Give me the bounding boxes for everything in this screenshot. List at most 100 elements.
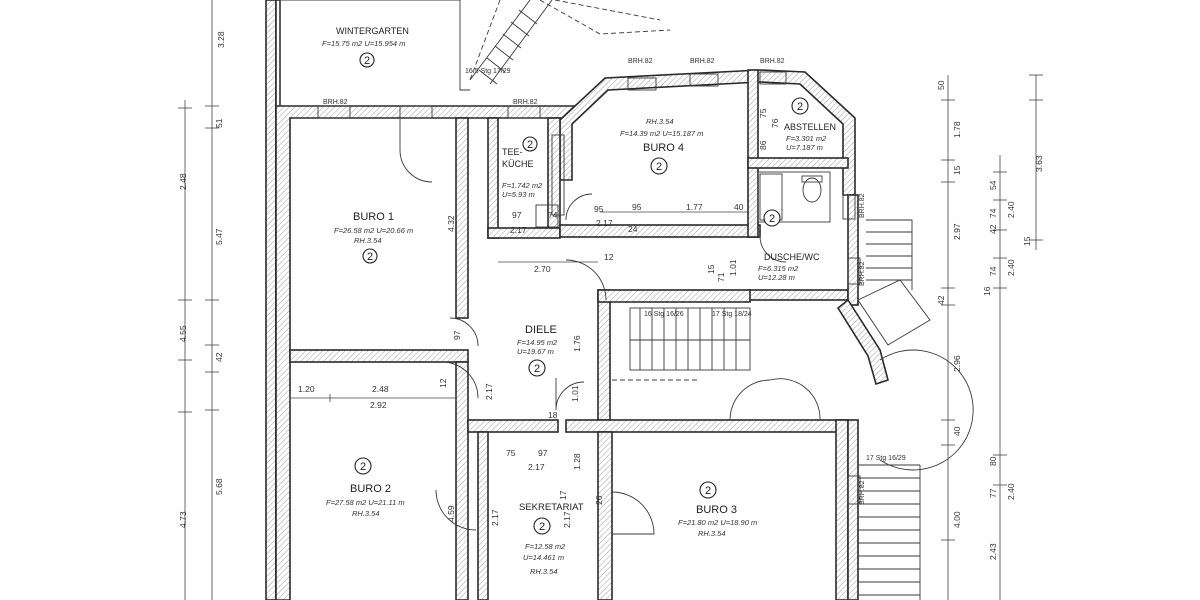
dim-4-32: 4.32 (446, 215, 456, 232)
dim-right-40: 40 (952, 426, 962, 436)
window-label-4: BRH.82 (690, 58, 715, 65)
room-sekretariat: SEKRETARIAT 2 F=12.58 m2 U=14.461 m RH.3… (519, 502, 584, 576)
dim-right-42-b: 42 (988, 224, 998, 234)
room-diele: DIELE F=14.95 m2 U=19.67 m 2 (517, 324, 558, 377)
left-dimension-chain: 3.28 2.48 5.47 4.55 42 5.68 4.73 51 (178, 0, 226, 600)
room-buro4: RH.3.54 F=14.39 m2 U=15.187 m BURO 4 2 (620, 117, 703, 175)
room-buro3: 2 BURO 3 F=21.80 m2 U=18.90 m RH.3.54 (678, 481, 757, 538)
room-meta-1: F=1.742 m2 (502, 181, 543, 190)
dim-left-42: 42 (214, 352, 224, 362)
dim-1-28: 1.28 (572, 453, 582, 470)
window-label-8: BRH.82 (859, 480, 866, 505)
room-abstellen: 2 ABSTELLEN F=3.301 m2 U=7.187 m (784, 97, 836, 152)
dim-26: 26 (594, 495, 604, 505)
dim-right-2-96: 2.96 (952, 355, 962, 372)
room-name: BURO 3 (696, 504, 737, 516)
dim-right-42: 42 (936, 295, 946, 305)
dim-40: 40 (734, 202, 744, 212)
room-meta-1: F=3.301 m2 (786, 134, 827, 143)
stairs: 16.5 Stg 17/29 16 Stg 16/26 17 Stg 18/24… (465, 0, 921, 600)
dim-left-3-28: 3.28 (216, 31, 226, 48)
stair-label-upper: 16.5 Stg 17/29 (465, 68, 511, 75)
room-meta-2: U=14.461 m (523, 553, 564, 562)
dim-right-80: 80 (988, 456, 998, 466)
dim-2-17-b: 2.17 (596, 218, 613, 228)
dim-right-50: 50 (936, 80, 946, 90)
dim-right-2-97: 2.97 (952, 223, 962, 240)
room-buro2: 2 BURO 2 F=27.58 m2 U=21.11 m RH.3.54 (326, 457, 405, 518)
room-name: SEKRETARIAT (519, 502, 584, 513)
dim-76: 76 (770, 118, 780, 128)
dim-18: 18 (548, 410, 558, 420)
dim-12: 12 (604, 252, 614, 262)
dim-1-76: 1.76 (572, 335, 582, 352)
room-meta-1: F=14.95 m2 (517, 338, 558, 347)
room-meta: F=14.39 m2 U=15.187 m (620, 129, 703, 138)
dim-15: 15 (706, 264, 716, 274)
room-mark: 2 (360, 461, 366, 473)
room-buro1: BURO 1 F=26.58 m2 U=20.66 m RH.3.54 2 (334, 211, 413, 264)
room-dusche: 2 DUSCHE/WC F=6.315 m2 U=12.28 m (758, 209, 820, 282)
dim-17: 17 (558, 490, 568, 500)
dim-left-51: 51 (214, 118, 224, 128)
room-name: DUSCHE/WC (764, 252, 820, 262)
interior-dimensions: 1.20 2.48 2.92 4.32 2.70 95 1.77 40 95 2… (289, 108, 780, 528)
room-mark: 2 (534, 363, 540, 375)
dim-left-5-47: 5.47 (214, 228, 224, 245)
window-label-5: BRH.82 (760, 58, 785, 65)
dim-2-17-e: 2.17 (562, 511, 572, 528)
dim-1-77: 1.77 (686, 202, 703, 212)
dim-2-17-f: 2.17 (490, 509, 500, 526)
right-dimension-chains: 50 1.78 3.63 15 2.97 42 16 2.96 40 80 77… (936, 74, 1044, 600)
dim-71: 71 (716, 272, 726, 282)
outer-walls (265, 0, 889, 600)
dim-1-01-b: 1.01 (728, 259, 738, 276)
room-height: RH.3.54 (352, 509, 380, 518)
dim-right-77: 77 (988, 488, 998, 498)
dim-right-74-b: 74 (988, 266, 998, 276)
room-mark: 2 (705, 485, 711, 497)
room-name-line2: KÜCHE (502, 159, 534, 169)
room-height: RH.3.54 (646, 117, 674, 126)
room-meta: F=15.75 m2 U=15.954 m (322, 39, 405, 48)
dim-right-15: 15 (952, 165, 962, 175)
room-meta-2: U=7.187 m (786, 143, 823, 152)
window-label-2: BRH.82 (513, 99, 538, 106)
room-meta: F=27.58 m2 U=21.11 m (326, 498, 405, 507)
room-meta: F=26.58 m2 U=20.66 m (334, 226, 413, 235)
room-meta-1: F=6.315 m2 (758, 264, 799, 273)
window-label-1: BRH.82 (323, 99, 348, 106)
dim-1-01-a: 1.01 (570, 385, 580, 402)
room-meta-2: U=5.93 m (502, 190, 535, 199)
dim-right-4-00: 4.00 (952, 511, 962, 528)
dim-12-b: 12 (438, 378, 448, 388)
dim-2-70: 2.70 (534, 264, 551, 274)
dim-right-2-40-b: 2.40 (1006, 259, 1016, 276)
dim-4-59: 4.59 (446, 505, 456, 522)
room-teekuche: 2 TEE- KÜCHE F=1.742 m2 U=5.93 m (502, 136, 543, 199)
room-mark: 2 (539, 521, 545, 533)
dim-left-5-68: 5.68 (214, 478, 224, 495)
window-label-3: BRH.82 (628, 58, 653, 65)
room-mark: 2 (769, 213, 775, 225)
dim-75: 75 (506, 448, 516, 458)
dim-left-2-48: 2.48 (178, 173, 188, 190)
room-name: BURO 1 (353, 211, 394, 223)
dim-86: 86 (758, 140, 768, 150)
dim-2-17-d: 2.17 (528, 462, 545, 472)
windows: BRH.82 BRH.82 BRH.82 BRH.82 BRH.82 BRH.8… (317, 58, 866, 505)
stair-label-center-left: 16 Stg 16/26 (644, 311, 684, 318)
room-name: DIELE (525, 324, 557, 336)
dim-right-16: 16 (982, 286, 992, 296)
dim-24: 24 (628, 224, 638, 234)
dim-right-2-40: 2.40 (1006, 483, 1016, 500)
dim-2-92: 2.92 (370, 400, 387, 410)
dim-2-17-c: 2.17 (484, 383, 494, 400)
dim-75-b: 75 (758, 108, 768, 118)
room-height: RH.3.54 (530, 567, 558, 576)
room-name: WINTERGARTEN (336, 26, 409, 36)
dim-2-48: 2.48 (372, 384, 389, 394)
room-height: RH.3.54 (354, 236, 382, 245)
room-mark: 2 (367, 251, 373, 263)
